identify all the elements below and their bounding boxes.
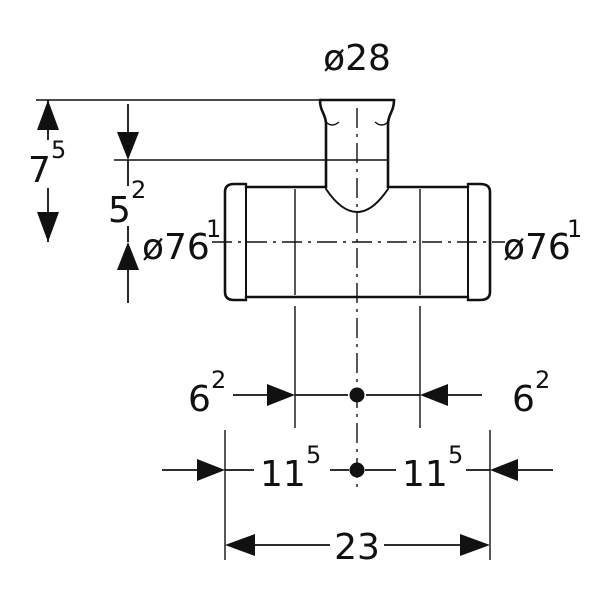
dimension-labels: ø28 7 5 5 2 ø76 1 ø76 1 6 2 6 2 11 5 11 … xyxy=(28,38,582,568)
branch-saddle-arc xyxy=(325,188,389,213)
arrow-left-icon xyxy=(490,459,518,481)
label-7-5-base: 7 xyxy=(28,150,51,191)
centerlines xyxy=(212,108,505,492)
arrow-right-icon xyxy=(460,534,490,556)
left-press-socket-end xyxy=(223,182,248,302)
label-23: 23 xyxy=(334,527,380,568)
label-11-5-right-sup: 5 xyxy=(448,441,463,469)
arrow-left-icon xyxy=(225,534,255,556)
right-press-socket-end xyxy=(466,182,492,302)
dimension-6-2-row xyxy=(233,384,482,406)
label-dia-right-sup: 1 xyxy=(567,215,582,243)
arrow-left-icon xyxy=(420,384,448,406)
label-branch-diameter: ø28 xyxy=(323,38,391,79)
reference-lines xyxy=(36,99,388,161)
label-5-2-base: 5 xyxy=(108,190,131,231)
branch-bead-mark-left xyxy=(325,121,340,126)
branch-wall-left xyxy=(318,98,328,189)
dimension-5-2 xyxy=(117,104,139,303)
branch-bead-mark-right xyxy=(374,121,389,126)
label-11-5-left-base: 11 xyxy=(260,454,306,495)
label-7-5-sup: 5 xyxy=(51,136,66,164)
label-dia-right-base: ø76 xyxy=(503,227,571,268)
dimension-23-row xyxy=(225,534,490,556)
label-6-2-left-base: 6 xyxy=(188,379,211,420)
label-11-5-left-sup: 5 xyxy=(306,441,321,469)
arrow-down-icon xyxy=(37,212,59,242)
arrow-up-icon xyxy=(117,242,139,270)
arrow-down-icon xyxy=(117,132,139,160)
label-dia-left-sup: 1 xyxy=(206,215,221,243)
dimension-11-5-row xyxy=(162,459,553,481)
label-5-2-sup: 2 xyxy=(131,176,146,204)
branch-wall-right xyxy=(386,98,396,189)
branch-outline xyxy=(318,98,396,213)
label-6-2-left-sup: 2 xyxy=(211,366,226,394)
extension-lines xyxy=(224,306,491,560)
center-point-dot xyxy=(349,462,365,478)
dimension-7-5 xyxy=(37,100,59,242)
label-dia-left-base: ø76 xyxy=(142,227,210,268)
arrow-right-icon xyxy=(267,384,295,406)
body-outline xyxy=(223,182,492,302)
arrow-right-icon xyxy=(197,459,225,481)
label-11-5-right-base: 11 xyxy=(402,454,448,495)
label-6-2-right-sup: 2 xyxy=(535,366,550,394)
center-point-dot xyxy=(349,387,365,403)
label-6-2-right-base: 6 xyxy=(512,379,535,420)
